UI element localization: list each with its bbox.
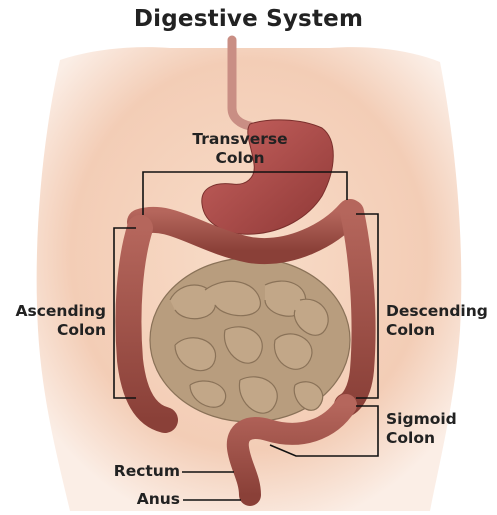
label-transverse-colon: Transverse Colon [178, 130, 302, 168]
label-sigmoid-colon: Sigmoid Colon [386, 410, 486, 448]
label-rectum: Rectum [80, 462, 180, 481]
page-title: Digestive System [0, 6, 497, 32]
label-anus: Anus [80, 490, 180, 509]
label-descending-colon: Descending Colon [386, 302, 496, 340]
label-ascending-colon: Ascending Colon [2, 302, 106, 340]
small-intestine [150, 258, 350, 422]
